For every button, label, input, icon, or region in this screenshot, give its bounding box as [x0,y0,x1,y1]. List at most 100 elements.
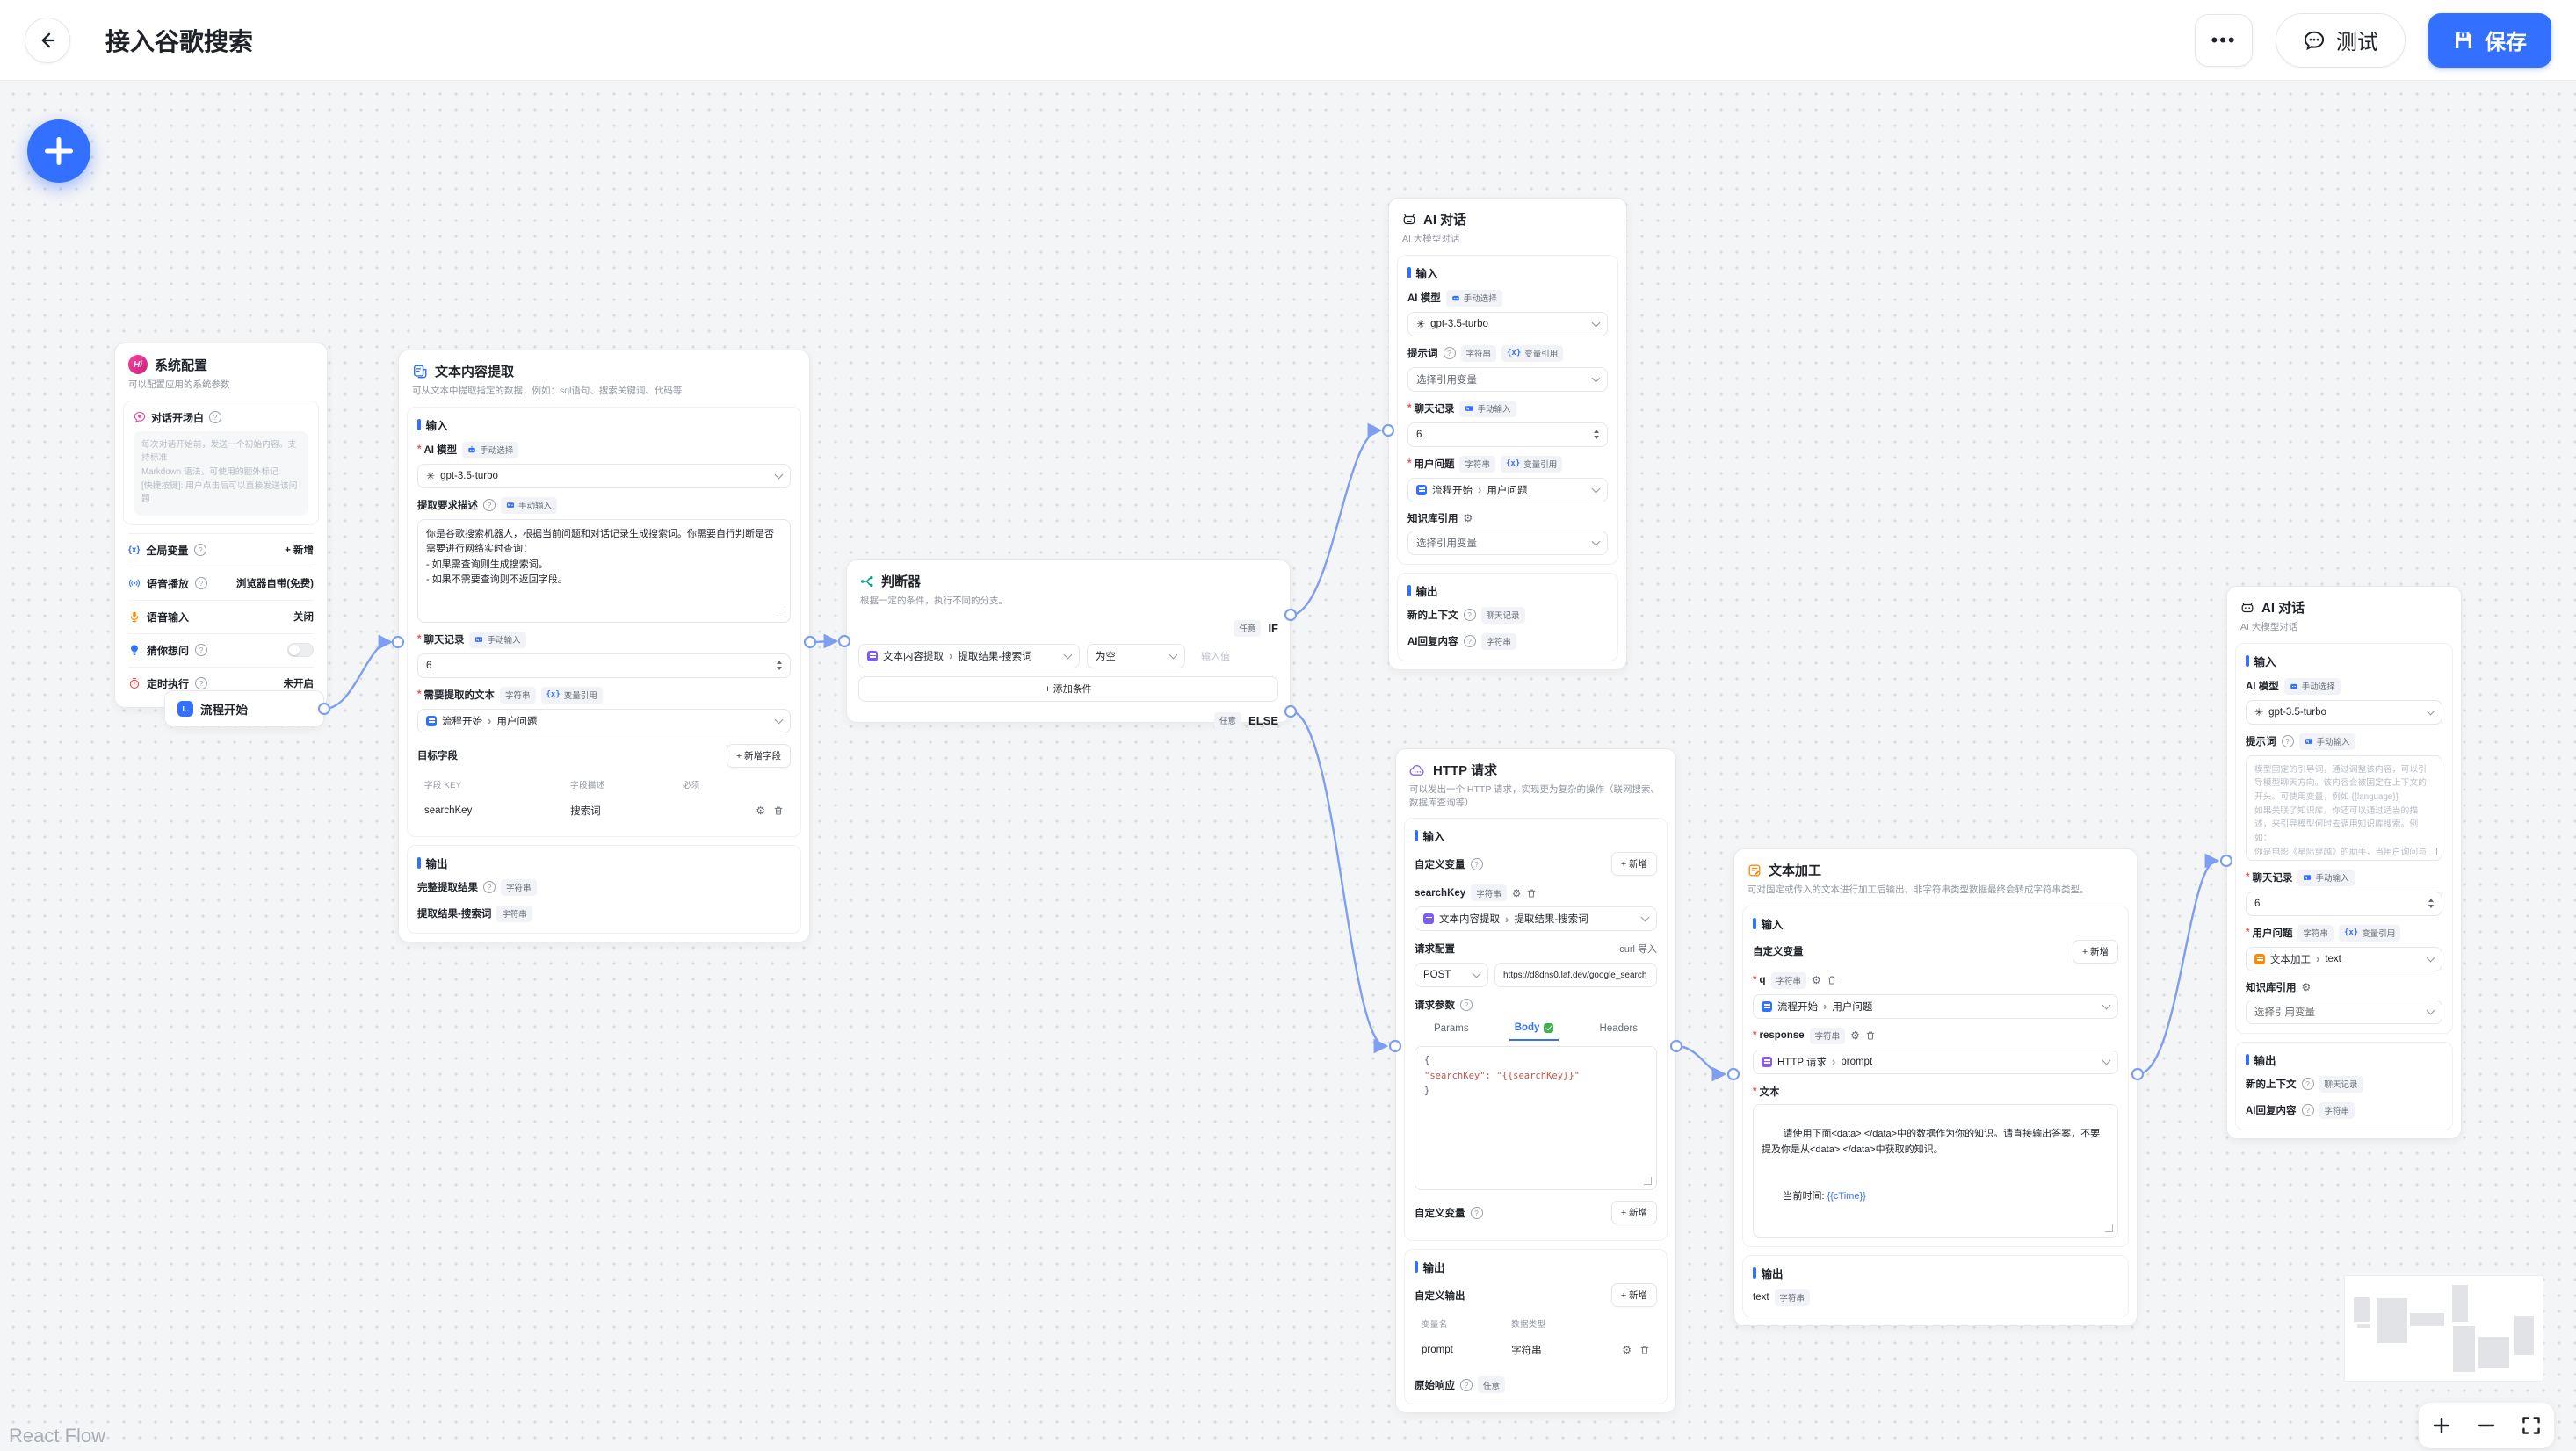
add-var-button[interactable]: + 新增 [1611,852,1657,876]
zoom-out-button[interactable] [2469,1408,2504,1443]
help-icon[interactable]: ? [1471,858,1483,870]
row-voice-play[interactable]: 语音播放? 浏览器自带(免费) [128,567,314,600]
question-ref-select[interactable]: 文本加工text [2246,947,2442,971]
node-ai-chat-top[interactable]: AI 对话 AI 大模型对话 输入 AI 模型 手动选择 gpt-3.5-tur… [1388,198,1627,670]
node-text-process[interactable]: 文本加工 可对固定或传入的文本进行加工后输出，非字符串类型数据最终会转成字符串类… [1733,848,2138,1326]
trash-icon[interactable] [1526,888,1537,899]
trash-icon[interactable] [1639,1345,1650,1355]
model-select[interactable]: gpt-3.5-turbo [1407,312,1608,336]
minimap-node [2354,1297,2370,1322]
model-select[interactable]: gpt-3.5-turbo [417,464,791,488]
settings-icon[interactable]: ⚙ [1464,512,1473,524]
resize-handle-icon[interactable] [778,610,785,617]
resize-handle-icon[interactable] [2429,848,2437,855]
save-button[interactable]: 保存 [2428,13,2551,68]
test-button[interactable]: 测试 [2276,13,2406,68]
node-system-config[interactable]: Hi 系统配置 可以配置应用的系统参数 对话开场白 ? 每次对话开始前，发送一个… [114,343,328,708]
body-json-editor[interactable]: { "searchKey": "{{searchKey}}" } [1415,1046,1657,1190]
stepper-arrows[interactable] [777,661,782,670]
model-select[interactable]: gpt-3.5-turbo [2246,700,2442,725]
node-text-extract[interactable]: 文本内容提取 可从文本中提取指定的数据，例如：sql语句、搜索关键词、代码等 输… [398,350,810,942]
condition-operator-select[interactable]: 为空 [1087,644,1185,668]
suggest-toggle[interactable] [287,643,314,657]
prompt-var-select[interactable]: 选择引用变量 [1407,367,1608,392]
help-icon[interactable]: ? [2302,1078,2314,1090]
add-var-button[interactable]: + 新增 [2073,940,2118,964]
add-node-button[interactable] [27,119,90,183]
text-template-editor[interactable]: 请使用下面<data> </data>中的数据作为你的知识。请直接输出答案，不要… [1753,1104,2118,1238]
resize-handle-icon[interactable] [1644,1177,1652,1185]
tab-params[interactable]: Params [1429,1018,1474,1040]
settings-icon[interactable]: ⚙ [2302,981,2312,993]
help-icon[interactable]: ? [194,544,206,556]
var-ref-select[interactable]: 文本内容提取提取结果-搜索词 [1415,906,1657,931]
question-ref-select[interactable]: 流程开始用户问题 [1407,478,1608,502]
trash-icon[interactable] [1827,975,1837,985]
resize-handle-icon[interactable] [2105,1224,2113,1232]
prompt-textarea[interactable]: 模型固定的引导词，通过调整该内容，可以引导模型聊天方向。该内容会被固定在上下文的… [2246,755,2442,861]
settings-icon[interactable]: ⚙ [756,805,765,817]
settings-icon[interactable]: ⚙ [1812,974,1821,986]
opening-textarea[interactable]: 每次对话开始前，发送一个初始内容。支持标准 Markdown 语法，可使用的额外… [134,431,308,516]
condition-variable-select[interactable]: 文本内容提取提取结果-搜索词 [858,644,1080,668]
add-global-var-button[interactable]: + 新增 [285,543,314,557]
desc-textarea[interactable]: 你是谷歌搜索机器人，根据当前问题和对话记录生成搜索词。你需要自行判断是否需要进行… [417,519,791,623]
response-ref-select[interactable]: HTTP 请求prompt [1753,1050,2118,1074]
stepper-arrows[interactable] [1594,430,1599,439]
back-button[interactable] [25,18,70,63]
help-icon[interactable]: ? [195,677,207,689]
trash-icon[interactable] [773,805,784,816]
help-icon[interactable]: ? [1464,609,1476,621]
node-ai-chat-right[interactable]: AI 对话 AI 大模型对话 输入 AI 模型 手动选择 gpt-3.5-tur… [2226,586,2462,1139]
source-ref-select[interactable]: 流程开始用户问题 [417,709,791,733]
node-http-request[interactable]: HTTP 请求 可以发出一个 HTTP 请求，实现更为复杂的操作（联网搜索、数据… [1395,748,1676,1413]
curl-import-button[interactable]: curl 导入 [1619,942,1657,956]
method-select[interactable]: POST [1415,963,1488,987]
add-output-button[interactable]: + 新增 [1611,1283,1657,1307]
row-voice-input[interactable]: 语音输入 关闭 [128,600,314,633]
help-icon[interactable]: ? [209,411,221,423]
fit-view-button[interactable] [2514,1408,2549,1443]
help-icon[interactable]: ? [2282,735,2294,747]
help-icon[interactable]: ? [1444,347,1456,359]
more-button[interactable]: ••• [2195,14,2253,67]
field-table-row[interactable]: searchKey搜索词 ⚙ [417,794,791,827]
trash-icon[interactable] [1865,1030,1876,1041]
stepper-arrows[interactable] [2428,899,2434,908]
kb-ref-select[interactable]: 选择引用变量 [2246,1000,2442,1024]
help-icon[interactable]: ? [195,577,207,589]
help-icon[interactable]: ? [1464,635,1476,647]
add-field-button[interactable]: + 新增字段 [727,744,791,768]
kb-ref-select[interactable]: 选择引用变量 [1407,531,1608,555]
output-table-row[interactable]: prompt字符串 ⚙ [1415,1333,1657,1367]
node-flow-start[interactable]: 流程开始 [164,690,324,727]
help-icon[interactable]: ? [483,499,496,511]
help-icon[interactable]: ? [483,881,496,893]
help-icon[interactable]: ? [1460,999,1473,1011]
row-suggest[interactable]: 猜你想问? [128,633,314,667]
help-icon[interactable]: ? [1471,1207,1483,1219]
chat-history-stepper[interactable]: 6 [417,653,791,678]
condition-value-input[interactable]: 输入值 [1192,649,1230,663]
q-ref-select[interactable]: 流程开始用户问题 [1753,994,2118,1019]
reactflow-attribution[interactable]: React Flow [9,1425,105,1447]
help-icon[interactable]: ? [2302,1104,2314,1116]
row-global-vars[interactable]: {x} 全局变量? + 新增 [128,533,314,567]
add-var-button[interactable]: + 新增 [1611,1201,1657,1224]
chat-history-stepper[interactable]: 6 [1407,422,1608,447]
top-bar: 接入谷歌搜索 ••• 测试 保存 [0,0,2576,81]
node-judge[interactable]: 判断器 根据一定的条件，执行不同的分支。 任意 IF 文本内容提取提取结果-搜索… [846,559,1291,723]
settings-icon[interactable]: ⚙ [1622,1344,1632,1356]
url-input[interactable]: https://d8dns0.laf.dev/google_search [1494,963,1657,987]
tab-body[interactable]: Body [1509,1017,1559,1041]
settings-icon[interactable]: ⚙ [1512,887,1522,899]
chat-history-stepper[interactable]: 6 [2246,892,2442,916]
zoom-in-button[interactable] [2424,1408,2459,1443]
help-icon[interactable]: ? [195,644,207,656]
minimap[interactable] [2345,1276,2543,1381]
tab-headers[interactable]: Headers [1595,1018,1643,1040]
add-condition-button[interactable]: + 添加条件 [858,676,1278,702]
flow-canvas[interactable] [0,81,2576,1451]
help-icon[interactable]: ? [1460,1379,1473,1391]
settings-icon[interactable]: ⚙ [1850,1029,1860,1042]
